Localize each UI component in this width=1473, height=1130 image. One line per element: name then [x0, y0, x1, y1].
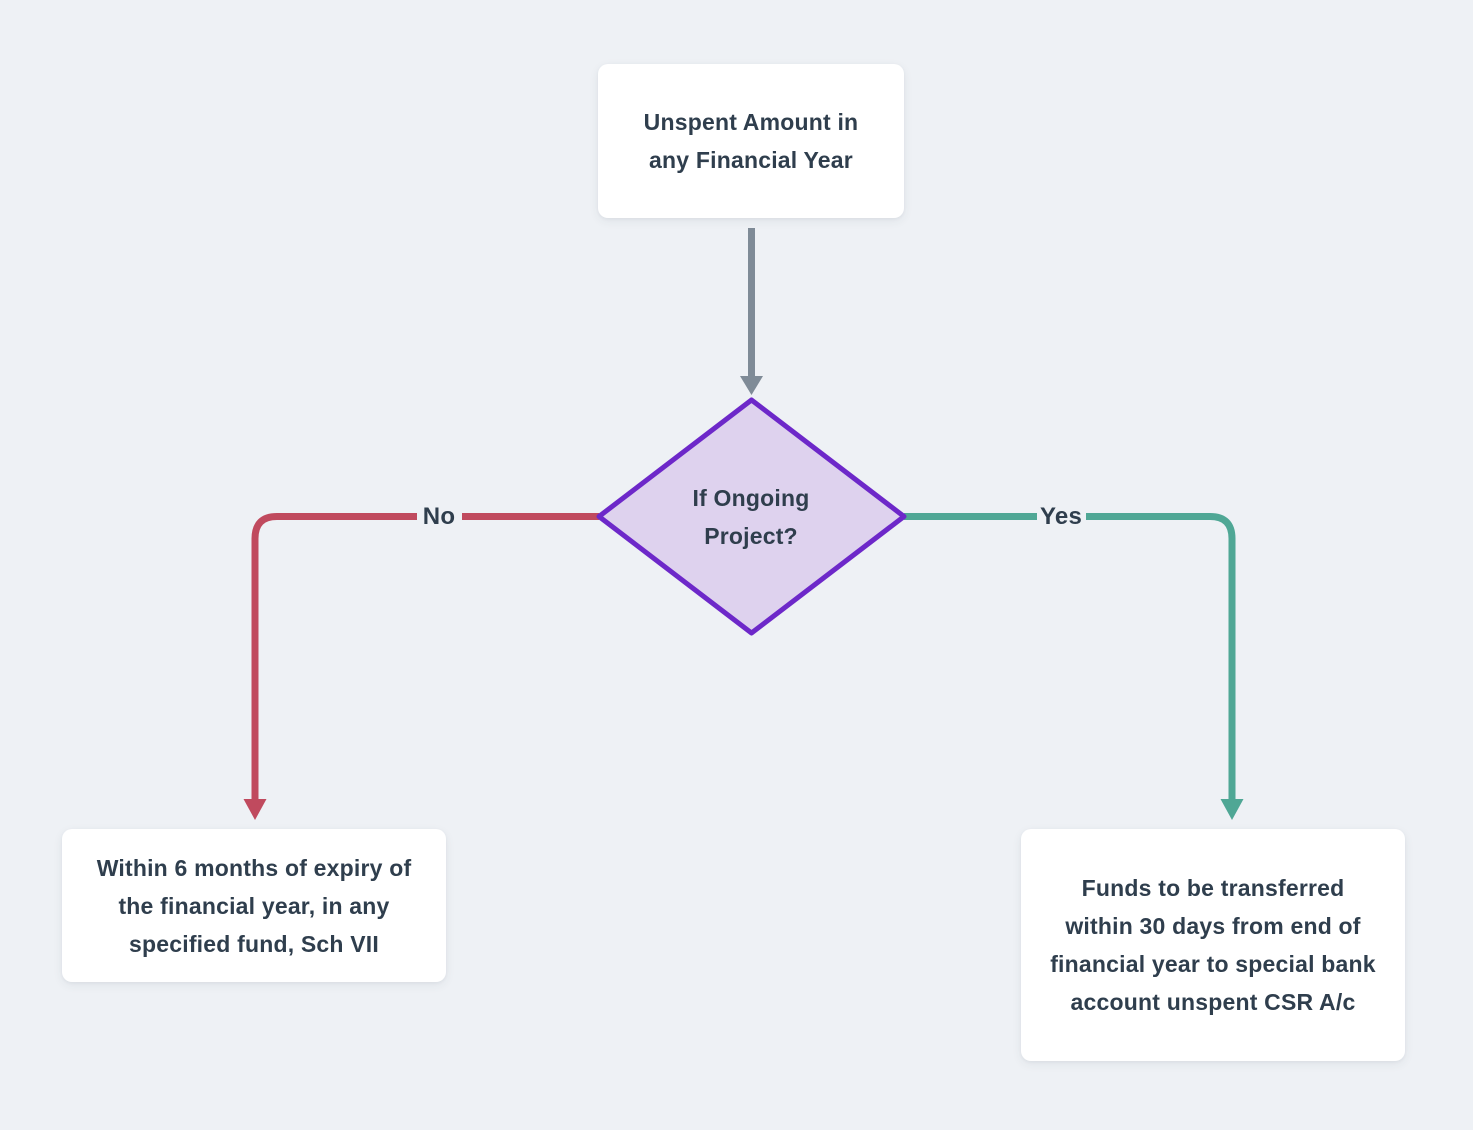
edge-start-to-decision	[740, 228, 763, 395]
start-node: Unspent Amount in any Financial Year	[598, 64, 904, 218]
decision-node-label: If Ongoing Project?	[692, 485, 810, 549]
edge-yes-line-right-of-label	[1086, 513, 1236, 801]
edge-label-no: No	[422, 503, 456, 530]
yes-outcome-label: Funds to be transferred within 30 days f…	[1050, 875, 1376, 1015]
no-outcome-label: Within 6 months of expiry of the financi…	[96, 854, 412, 957]
yes-outcome-node: Funds to be transferred within 30 days f…	[1021, 829, 1405, 1061]
arrowhead-down-icon	[1220, 799, 1244, 820]
edge-no-branch	[243, 513, 599, 820]
start-node-label: Unspent Amount in any Financial Year	[643, 109, 859, 173]
edge-no-line-left-of-label	[251, 513, 417, 801]
arrowhead-down-icon	[243, 799, 267, 820]
decision-diamond-shape	[596, 397, 907, 636]
edge-yes-branch	[904, 513, 1244, 820]
edge-label-yes: Yes	[1040, 503, 1082, 530]
arrowhead-down-icon	[740, 376, 763, 395]
no-outcome-node: Within 6 months of expiry of the financi…	[62, 829, 446, 982]
